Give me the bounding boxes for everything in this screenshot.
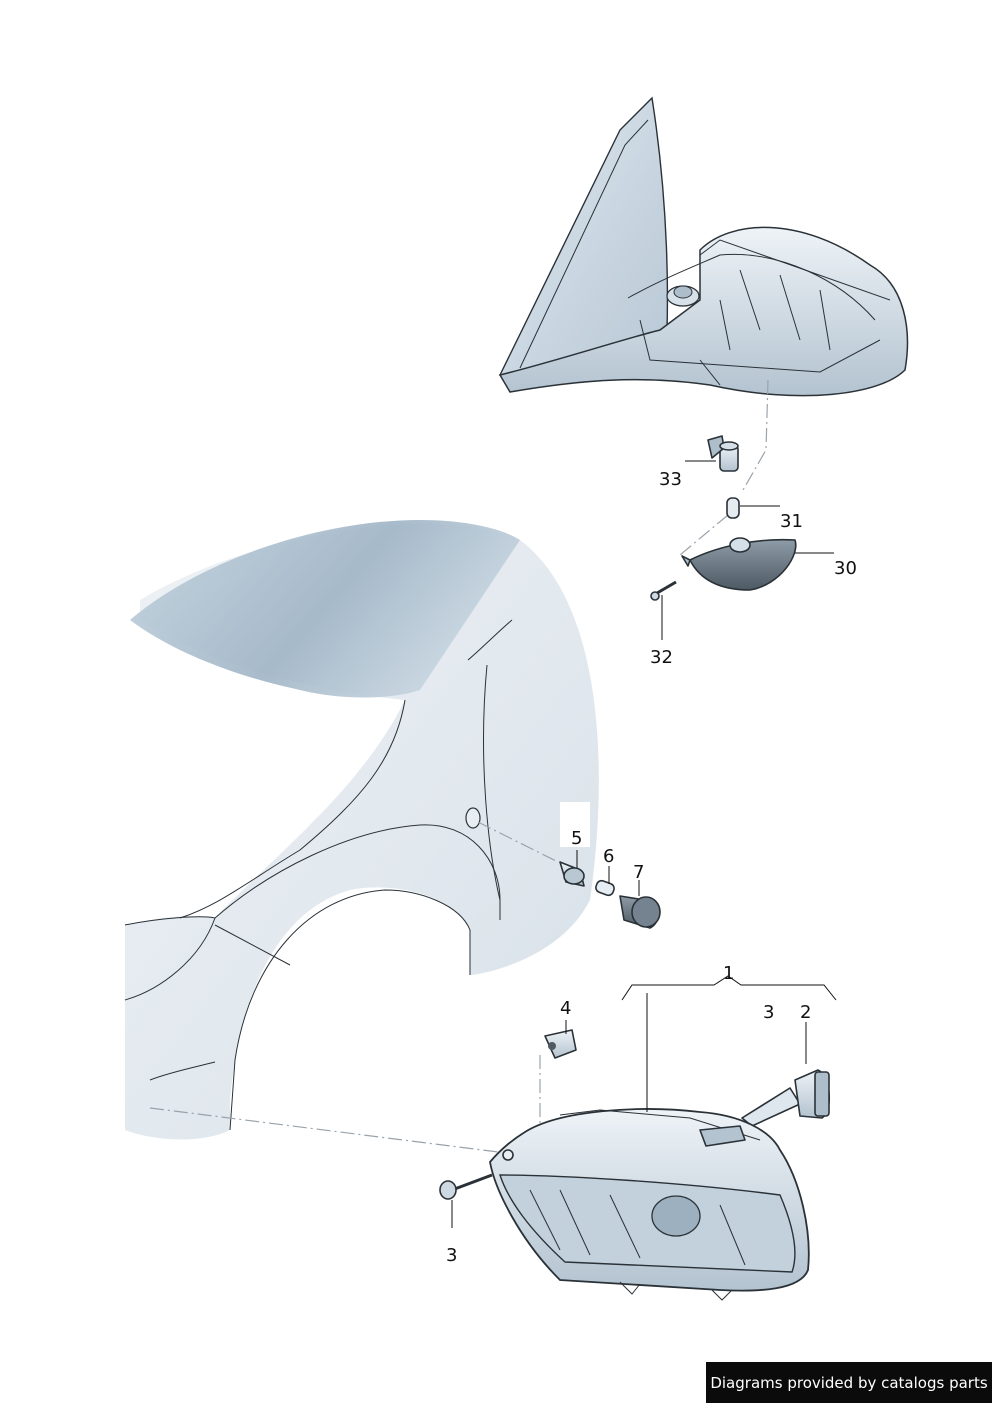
callout-32: 32 bbox=[650, 647, 673, 668]
callout-30: 30 bbox=[834, 558, 857, 579]
callout-33: 33 bbox=[659, 469, 682, 490]
part-30-turn-signal bbox=[681, 537, 797, 591]
callout-1: 1 bbox=[723, 963, 734, 984]
leader-lines bbox=[451, 460, 837, 1228]
callout-labels: 33 31 30 32 5 6 7 1 4 3 2 3 bbox=[446, 469, 857, 1266]
part-3-screw bbox=[439, 1173, 493, 1200]
callout-4: 4 bbox=[560, 998, 571, 1019]
part-4-clip-nut bbox=[544, 1029, 577, 1059]
callout-5: 5 bbox=[571, 828, 582, 849]
callout-7: 7 bbox=[633, 862, 644, 883]
callout-2: 2 bbox=[800, 1002, 811, 1023]
watermark-label: Diagrams provided by catalogs parts bbox=[706, 1362, 992, 1403]
callout-3-top: 3 bbox=[763, 1002, 774, 1023]
part-1-fog-lamp-assembly bbox=[489, 1108, 810, 1301]
part-33-bulb-holder bbox=[707, 435, 739, 472]
fog-lamp-reflector bbox=[651, 1195, 701, 1237]
part-2-fog-bulb bbox=[741, 1069, 830, 1127]
callout-3-bottom: 3 bbox=[446, 1245, 457, 1266]
callout-31: 31 bbox=[780, 511, 803, 532]
exterior-mirror bbox=[498, 96, 909, 397]
side-marker-hole bbox=[465, 807, 481, 829]
callout-6: 6 bbox=[603, 846, 614, 867]
part-31-bulb bbox=[726, 497, 740, 519]
part-6-bulb bbox=[595, 879, 615, 897]
car-body-illustration bbox=[124, 520, 599, 1140]
window-glass bbox=[130, 520, 520, 698]
part-7-side-marker-lens bbox=[619, 895, 661, 929]
part-5-bulb-holder bbox=[559, 861, 585, 887]
part-32-screw bbox=[650, 580, 677, 601]
